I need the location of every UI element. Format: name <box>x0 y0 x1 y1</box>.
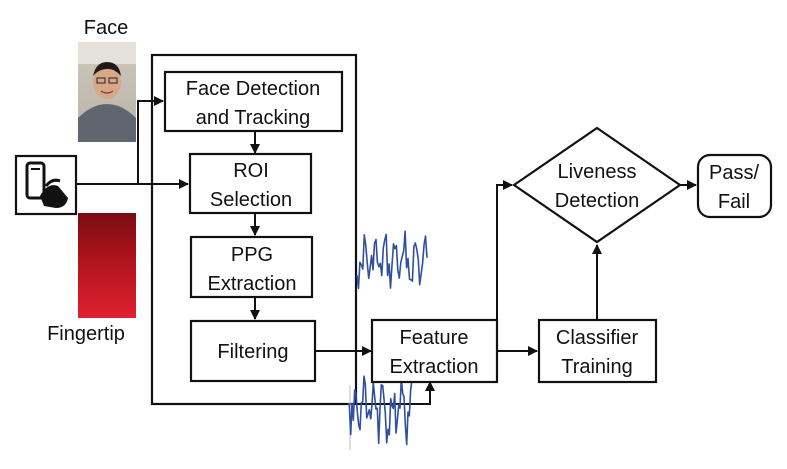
fingertip-label: Fingertip <box>47 323 125 345</box>
classifier-training-line-1: Classifier <box>556 327 639 349</box>
face-detection-line-1: Face Detection <box>186 78 321 100</box>
roi-selection-line-1: ROI <box>233 160 269 182</box>
classifier-training-line-2: Training <box>561 356 633 378</box>
hand-holding-phone-icon <box>14 154 78 216</box>
ppg-signal-waveform <box>356 230 428 290</box>
roi-selection-node: ROI Selection <box>188 152 313 215</box>
pass-fail-line-1: Pass/ <box>709 162 759 184</box>
roi-selection-line-2: Selection <box>210 189 292 211</box>
face-label: Face <box>84 17 128 39</box>
face-photo <box>78 42 136 142</box>
fingertip-photo <box>78 213 136 318</box>
feature-extraction-line-2: Extraction <box>390 356 479 378</box>
ppg-extraction-line-2: Extraction <box>208 273 297 295</box>
face-detection-node: Face Detection and Tracking <box>163 70 344 133</box>
liveness-detection-line-2: Detection <box>555 190 640 212</box>
liveness-detection-line-1: Liveness <box>558 161 637 183</box>
face-detection-line-2: and Tracking <box>196 107 311 129</box>
ppg-extraction-node: PPG Extraction <box>189 235 314 299</box>
liveness-detection-node: Liveness Detection <box>512 126 682 244</box>
connector-frame-to-feature <box>152 381 435 405</box>
filtering-node: Filtering <box>189 319 317 383</box>
pass-fail-line-2: Fail <box>718 191 750 213</box>
classifier-training-node: Classifier Training <box>537 318 658 384</box>
connector-feature-to-liveness <box>496 180 513 351</box>
feature-extraction-line-1: Feature <box>400 327 469 349</box>
filtering-label: Filtering <box>217 341 288 363</box>
filtered-signal-waveform <box>347 375 413 446</box>
feature-extraction-node: Feature Extraction <box>370 318 499 384</box>
ppg-extraction-line-1: PPG <box>231 244 273 266</box>
pass-fail-node: Pass/ Fail <box>696 153 773 219</box>
